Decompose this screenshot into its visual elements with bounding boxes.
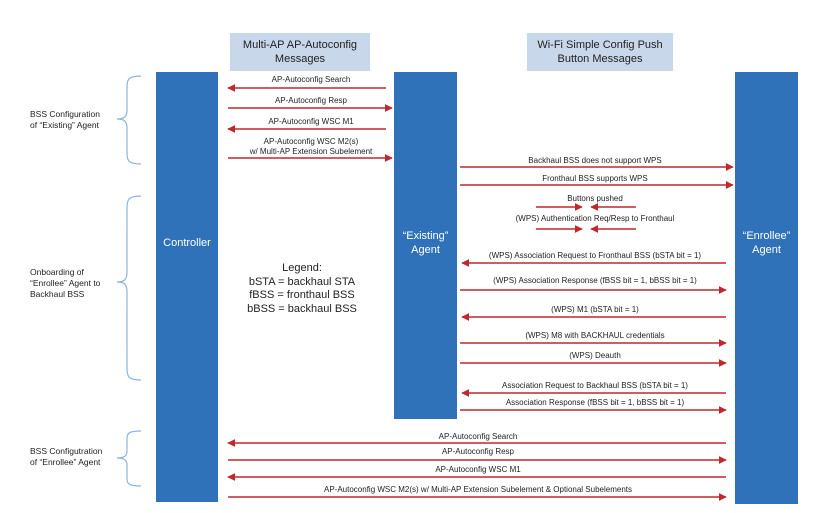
lane-enrollee-agent	[735, 72, 798, 504]
message-label: Backhaul BSS does not support WPS	[528, 156, 662, 165]
message-label: (WPS) Deauth	[569, 351, 621, 360]
phase-bss-config-existing: BSS Configuration of “Existing” Agent	[30, 109, 100, 130]
brace-bss-config-enrollee	[116, 430, 142, 487]
message-label: AP-Autoconfig WSC M1	[268, 117, 354, 126]
legend-title: Legend:	[282, 262, 322, 274]
message-label: Fronthaul BSS supports WPS	[542, 174, 648, 183]
header-multi-ap-line2: Messages	[274, 53, 326, 65]
phase-braces	[116, 75, 142, 487]
controller-label: Controller	[163, 237, 211, 249]
enrollee-agent-label: “Enrollee” Agent	[735, 229, 798, 257]
enrollee-agent-label-line1: “Enrollee”	[742, 230, 791, 242]
lane-controller	[156, 72, 218, 502]
legend-line: bBSS = backhaul BSS	[247, 302, 357, 315]
lane-existing-agent	[394, 72, 457, 419]
message-label: Association Request to Backhaul BSS (bST…	[502, 381, 688, 390]
message-label: AP-Autoconfig WSC M2(s) w/ Multi-AP Exte…	[324, 485, 632, 494]
legend-line: bSTA = backhaul STA	[248, 275, 356, 288]
message-label: AP-Autoconfig WSC M2(s) w/ Multi-AP Exte…	[249, 137, 373, 156]
phase-onboarding: Onboarding of “Enrollee” Agent to Backha…	[30, 267, 101, 299]
existing-agent-label-line1: “Existing”	[402, 230, 449, 242]
brace-bss-config-existing	[116, 75, 142, 165]
brace-onboarding	[116, 195, 142, 381]
message-label: AP-Autoconfig WSC M1	[435, 465, 521, 474]
legend: Legend: bSTA = backhaul STA fBSS = front…	[232, 262, 372, 316]
message-label: AP-Autoconfig Resp	[274, 96, 348, 105]
message-label: (WPS) Authentication Req/Resp to Frontha…	[515, 214, 675, 223]
legend-line: fBSS = fronthaul BSS	[249, 289, 355, 301]
message-label: (WPS) Association Request to Fronthaul B…	[488, 251, 702, 260]
existing-agent-label: “Existing” Agent	[394, 229, 457, 257]
enrollee-agent-label-line2: Agent	[752, 244, 781, 256]
message-label: (WPS) M1 (bSTA bit = 1)	[551, 305, 639, 314]
message-label: Association Response (fBSS bit = 1, bBSS…	[505, 398, 685, 407]
message-label: Buttons pushed	[567, 194, 623, 203]
message-label: (WPS) Association Response (fBSS bit = 1…	[493, 276, 697, 285]
message-label: AP-Autoconfig Resp	[441, 447, 515, 456]
header-wsc: Wi-Fi Simple Config Push Button Messages	[527, 33, 673, 71]
existing-agent-label-line2: Agent	[411, 244, 440, 256]
message-label: (WPS) M8 with BACKHAUL credentials	[525, 331, 665, 340]
header-multi-ap-line1: Multi-AP AP-Autoconfig	[242, 39, 358, 51]
message-label: AP-Autoconfig Search	[271, 75, 351, 84]
header-wsc-line1: Wi-Fi Simple Config Push	[537, 39, 663, 51]
phase-bss-config-enrollee: BSS Configutration of “Enrollee” Agent	[30, 446, 103, 467]
message-label: AP-Autoconfig Search	[438, 432, 518, 441]
header-multi-ap: Multi-AP AP-Autoconfig Messages	[230, 33, 370, 71]
header-wsc-line2: Button Messages	[557, 53, 643, 65]
